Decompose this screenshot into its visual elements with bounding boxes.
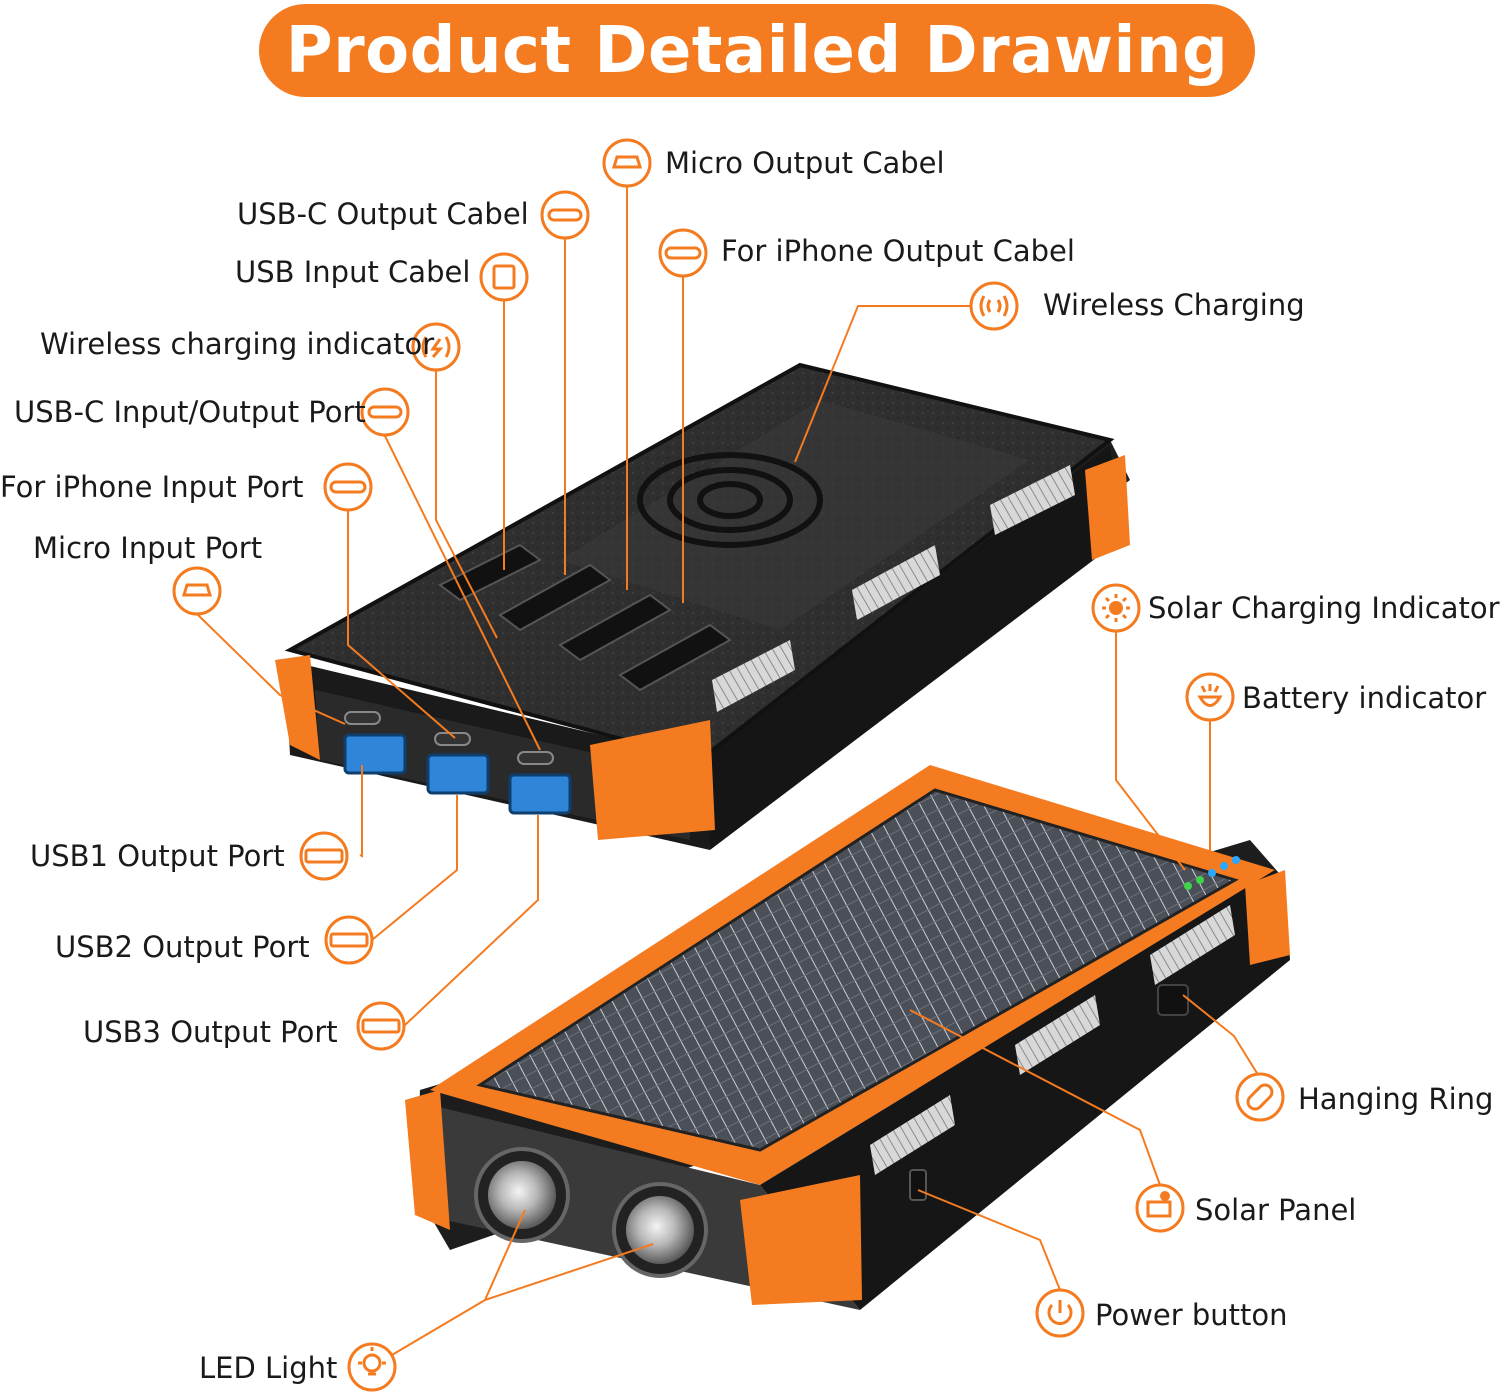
usb-c-port-icon [360, 387, 410, 437]
corner-bumper [740, 1175, 862, 1305]
power-bank-top [275, 362, 1130, 850]
cable-slots [438, 543, 732, 692]
lightning-icon [658, 228, 708, 278]
micro-usb-icon [602, 138, 652, 188]
label-usb3-output: USB3 Output Port [83, 1015, 338, 1049]
title-banner: Product Detailed Drawing [259, 4, 1255, 97]
page-title: Product Detailed Drawing [285, 13, 1229, 88]
hanging-ring-slot [1157, 984, 1189, 1016]
label-micro-input-port: Micro Input Port [33, 531, 263, 565]
label-solar-indicator: Solar Charging Indicator [1148, 591, 1500, 625]
wireless-rings [637, 452, 823, 548]
solar-panel-icon [1135, 1183, 1185, 1233]
label-iphone-output-cable: For iPhone Output Cabel [721, 234, 1075, 268]
usb-a-icon [479, 252, 529, 302]
bulb-icon [347, 1342, 397, 1392]
power-button-slot [909, 1169, 927, 1201]
wireless-indicator-icon [411, 322, 461, 372]
label-wireless-indicator: Wireless charging indicator [40, 327, 435, 361]
usb2-port-icon [324, 915, 374, 965]
usb1-port-icon [299, 831, 349, 881]
label-usb-input-cable: USB Input Cabel [235, 255, 471, 289]
label-led-light: LED Light [199, 1351, 338, 1385]
power-bank-bottom [405, 765, 1290, 1310]
battery-indicator-icon [1185, 672, 1235, 722]
corner-bumper [590, 720, 715, 840]
power-icon [1035, 1288, 1085, 1338]
wireless-icon [969, 281, 1019, 331]
wireless-pad [560, 400, 1030, 630]
label-power-button: Power button [1095, 1298, 1288, 1332]
label-micro-output-cable: Micro Output Cabel [665, 146, 945, 180]
corner-bumper [1085, 455, 1130, 560]
carabiner-icon [1235, 1072, 1285, 1122]
label-usb2-output: USB2 Output Port [55, 930, 310, 964]
label-battery-indicator: Battery indicator [1242, 681, 1487, 715]
label-iphone-input-port: For iPhone Input Port [0, 470, 304, 504]
label-usbc-io-port: USB-C Input/Output Port [14, 395, 366, 429]
corner-bumper [405, 1090, 450, 1230]
label-solar-panel: Solar Panel [1195, 1193, 1357, 1227]
solar-panel [476, 788, 1239, 1152]
label-usb1-output: USB1 Output Port [30, 839, 285, 873]
label-wireless-charging: Wireless Charging [1043, 288, 1305, 322]
leader-lines [196, 187, 1261, 1366]
usb-ports [343, 711, 572, 815]
corner-bumper [1245, 870, 1290, 965]
label-usbc-output-cable: USB-C Output Cabel [237, 197, 529, 231]
usb3-port-icon [356, 1001, 406, 1051]
sun-icon [1091, 583, 1141, 633]
lightning-port-icon [323, 462, 373, 512]
label-hanging-ring: Hanging Ring [1298, 1082, 1494, 1116]
indicator-leds [1184, 856, 1240, 890]
corner-bumper [275, 655, 320, 760]
usb-c-icon [540, 190, 590, 240]
micro-usb-port-icon [172, 566, 222, 616]
